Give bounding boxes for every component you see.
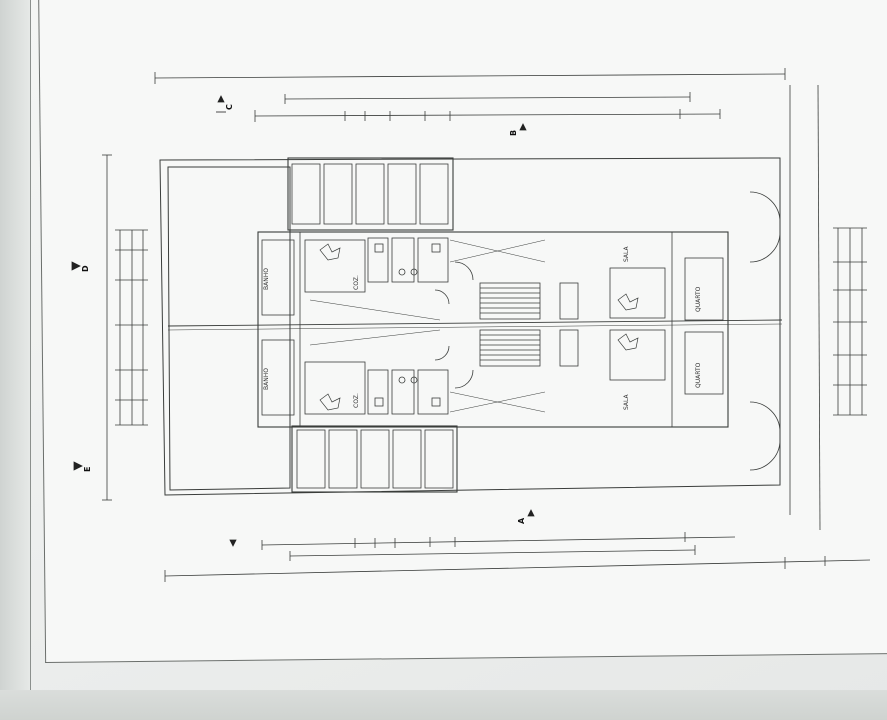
section-marker-icons — [71, 95, 535, 547]
room-label: SALA — [623, 245, 630, 262]
tree-symbol-icon — [319, 243, 639, 411]
room-label: COZ. — [353, 275, 360, 290]
top-bays — [291, 163, 449, 225]
room-label-group: BANHO BANHO SALA SALA QUARTO QUARTO COZ.… — [263, 245, 702, 410]
room-label: SALA — [623, 393, 630, 410]
door-swing-icon — [434, 191, 781, 471]
section-label-d: D — [81, 265, 90, 272]
left-rooms — [261, 232, 449, 427]
section-label-e: E — [83, 467, 92, 472]
room-label: BANHO — [263, 268, 270, 290]
room-diagonals — [309, 239, 546, 413]
room-label: COZ. — [353, 393, 360, 408]
lot-boundary — [159, 157, 781, 496]
section-marker-labels: C B A D E — [81, 104, 526, 524]
right-dimension-lines — [789, 84, 867, 531]
screen-bottom-edge — [0, 690, 887, 720]
room-label: BANHO — [263, 368, 270, 390]
fixture-symbols — [374, 243, 441, 407]
top-dimension-lines — [154, 68, 786, 122]
building-outline — [167, 157, 783, 493]
section-label-c: C — [225, 104, 234, 110]
room-label: QUARTO — [695, 286, 702, 312]
bottom-dimension-lines — [164, 532, 871, 582]
section-label-a: A — [517, 517, 526, 524]
stair-icon — [479, 282, 579, 367]
right-rooms — [609, 232, 724, 427]
monitor-bezel — [0, 0, 31, 720]
room-label: QUARTO — [695, 362, 702, 388]
bottom-bays — [296, 429, 454, 489]
section-label-b: B — [509, 130, 518, 136]
left-dimension-lines — [102, 154, 148, 501]
